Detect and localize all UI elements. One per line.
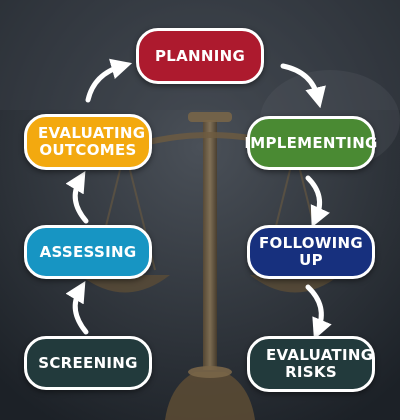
step-following-up: FOLLOWING UP bbox=[247, 225, 375, 279]
step-label: ASSESSING bbox=[39, 242, 137, 261]
step-evaluating-risks: EVALUATING RISKS bbox=[247, 336, 375, 392]
step-label: EVALUATING OUTCOMES bbox=[38, 124, 146, 159]
step-label: PLANNING bbox=[154, 46, 246, 65]
step-label: EVALUATING RISKS bbox=[266, 346, 374, 381]
step-label: SCREENING bbox=[38, 353, 138, 372]
step-screening: SCREENING bbox=[24, 336, 152, 390]
step-implementing: IMPLEMENTING bbox=[244, 116, 378, 170]
step-evaluating-outcomes: EVALUATING OUTCOMES bbox=[24, 114, 152, 170]
step-label: FOLLOWING UP bbox=[258, 234, 364, 269]
step-assessing: ASSESSING bbox=[24, 225, 152, 279]
step-planning: PLANNING bbox=[136, 28, 264, 84]
step-label: IMPLEMENTING bbox=[244, 133, 378, 152]
